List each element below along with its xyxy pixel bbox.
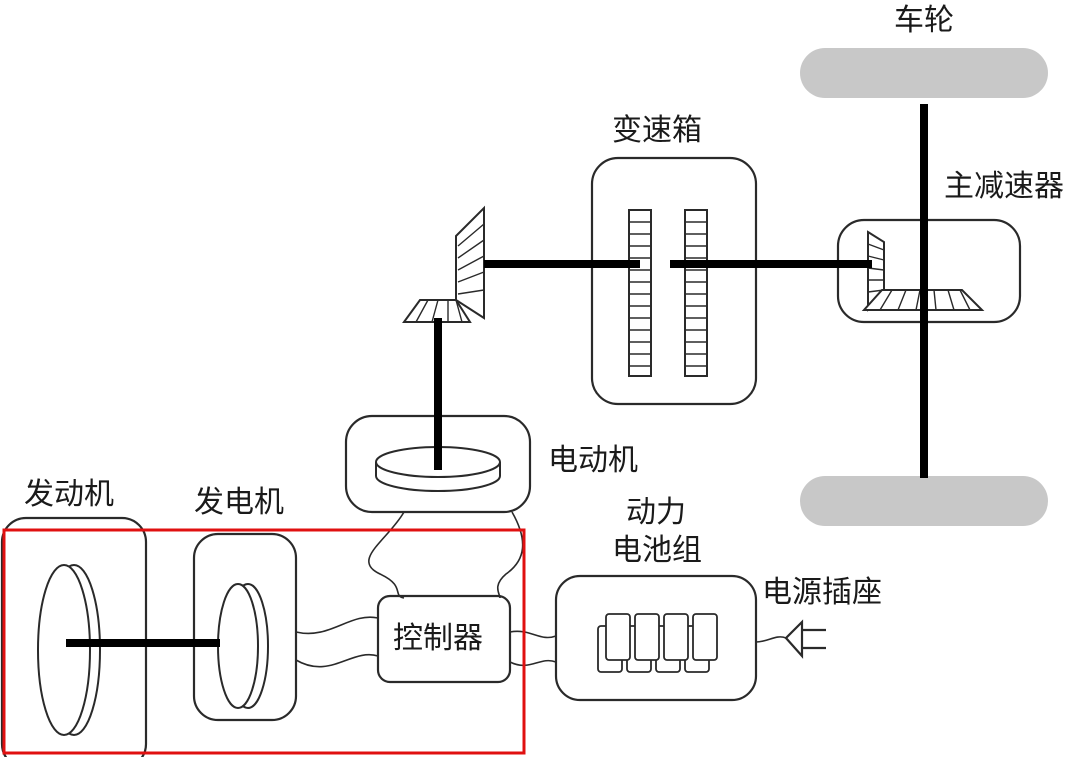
power-socket-icon [784, 619, 826, 659]
gearbox-box [590, 156, 758, 406]
label-motor: 电动机 [548, 443, 638, 478]
label-generator: 发电机 [194, 485, 284, 520]
wiring [295, 511, 787, 668]
label-power-socket: 电源插座 [762, 575, 882, 610]
label-final-drive: 主减速器 [944, 169, 1064, 204]
wheel-top [800, 48, 1048, 98]
label-wheel: 车轮 [894, 3, 954, 38]
label-controller: 控制器 [393, 621, 483, 656]
drive-shafts [66, 104, 928, 647]
label-gearbox: 变速箱 [612, 113, 702, 148]
generator-rotor [217, 583, 269, 709]
final-drive-bevel-gears [861, 230, 985, 312]
motor-bevel-gears [402, 205, 485, 323]
label-battery-line2: 电池组 [612, 533, 702, 568]
highlight-frame [2, 528, 526, 755]
engine-flywheel [37, 564, 101, 736]
wheel-bottom [800, 476, 1048, 526]
gearbox-gear-right [684, 209, 708, 377]
label-engine: 发动机 [24, 477, 114, 512]
controller-box [376, 594, 512, 684]
gearbox-gear-left [628, 209, 652, 377]
label-battery-line1: 动力 [626, 495, 686, 530]
battery-cells [597, 613, 718, 673]
